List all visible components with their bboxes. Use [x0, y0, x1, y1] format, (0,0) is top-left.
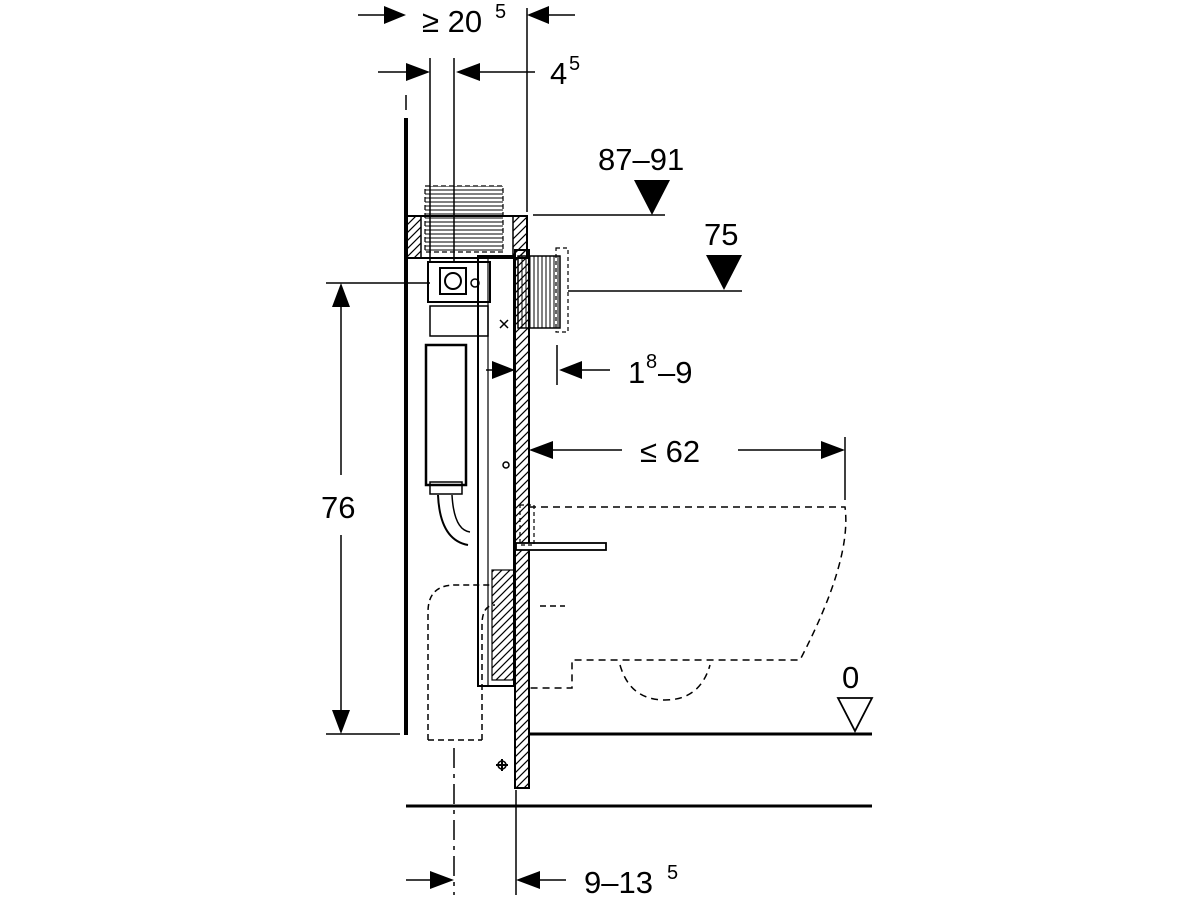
wall-gap-main: 1: [628, 355, 645, 390]
dimension-wall-gap: 1 8 –9: [486, 351, 692, 390]
extension-lines: [326, 8, 846, 895]
floor-level-triangle-icon: [836, 697, 874, 733]
top-gap-superscript: 5: [495, 1, 506, 23]
dimension-height: 76: [321, 283, 355, 734]
floor-lines: [406, 732, 872, 808]
top-gap-label: ≥ 20: [422, 4, 482, 39]
bottom-gap-superscript: 5: [667, 862, 678, 884]
cistern: [424, 261, 491, 546]
wall-gap-superscript: 8: [646, 351, 657, 373]
bottom-gap-label: 9–13: [584, 865, 653, 900]
mounting-bolt: [515, 504, 607, 551]
level-mid-triangle-icon: [706, 255, 742, 290]
dimension-bottom-gap: 9–13 5: [406, 862, 678, 900]
height-label: 76: [321, 490, 355, 525]
actuator-plate: [517, 247, 569, 333]
frame-top: [406, 185, 528, 259]
dimension-top-gap: ≥ 20 5: [358, 1, 575, 39]
dimension-top-offset: 4 5: [378, 53, 580, 91]
projection-label: ≤ 62: [640, 434, 700, 469]
level-mid-label: 75: [704, 217, 738, 252]
wall-gap-suffix: –9: [658, 355, 692, 390]
level-mid-marker: 75: [704, 217, 742, 290]
level-high-label: 87–91: [598, 142, 684, 177]
wall-panel: [514, 249, 530, 789]
drain-pipe: [427, 584, 565, 741]
level-high-marker: 87–91: [598, 142, 684, 215]
floor-level-marker: 0: [836, 660, 874, 733]
level-high-triangle-icon: [634, 180, 670, 215]
top-offset-superscript: 5: [569, 53, 580, 75]
dimension-projection: ≤ 62: [529, 434, 845, 469]
top-offset-label: 4: [550, 56, 567, 91]
wc-bowl: [529, 506, 847, 701]
floor-level-label: 0: [842, 660, 859, 695]
frame-post: [477, 255, 515, 771]
